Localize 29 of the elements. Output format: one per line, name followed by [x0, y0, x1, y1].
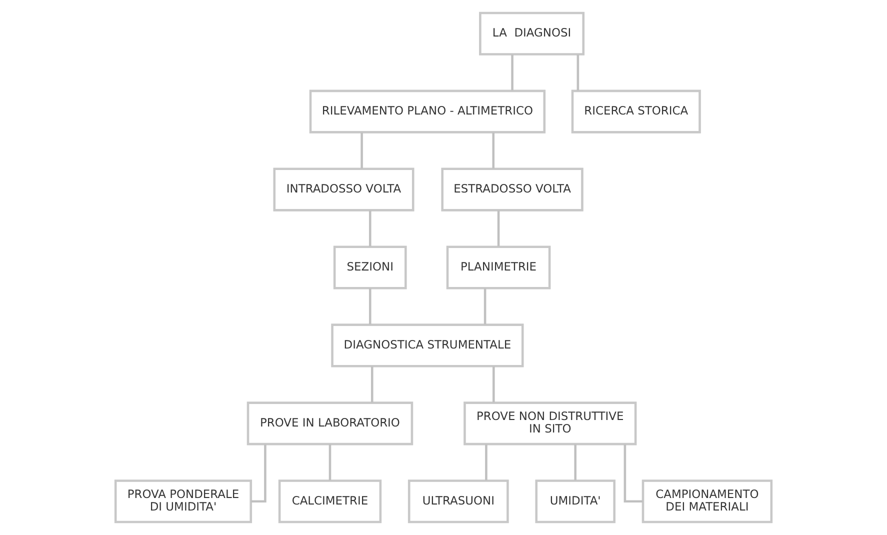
connector [492, 366, 495, 402]
node-box: ESTRADOSSO VOLTA [441, 168, 584, 212]
node-box: RILEVAMENTO PLANO - ALTIMETRICO [309, 90, 546, 134]
node-box: PLANIMETRIE [446, 246, 551, 290]
connector [624, 444, 643, 503]
connector [360, 132, 363, 169]
node-box: CAMPIONAMENTO DEI MATERIALI [642, 480, 773, 524]
connector [511, 54, 514, 91]
node-box: CALCIMETRIE [278, 480, 382, 524]
connector [576, 54, 580, 91]
connector [368, 288, 372, 325]
node-box: LA DIAGNOSI [479, 12, 585, 56]
node-box: ULTRASUONI [408, 480, 509, 524]
node-box: RICERCA STORICA [571, 90, 701, 134]
node-box: PROVE IN LABORATORIO [246, 402, 414, 446]
node-box: PROVE NON DISTRUTTIVE IN SITO [464, 402, 637, 446]
connector [497, 210, 500, 247]
node-box: DIAGNOSTICA STRUMENTALE [331, 324, 524, 368]
connector [368, 210, 372, 247]
connector [484, 288, 486, 325]
node-box: PROVA PONDERALE DI UMIDITA' [114, 480, 252, 524]
connector [492, 132, 495, 169]
node-box: INTRADOSSO VOLTA [273, 168, 414, 212]
connector [485, 444, 488, 480]
connector [370, 366, 374, 402]
node-box: SEZIONI [333, 246, 407, 290]
connector [574, 444, 576, 480]
node-box: UMIDITA' [535, 480, 616, 524]
connector [328, 444, 332, 480]
